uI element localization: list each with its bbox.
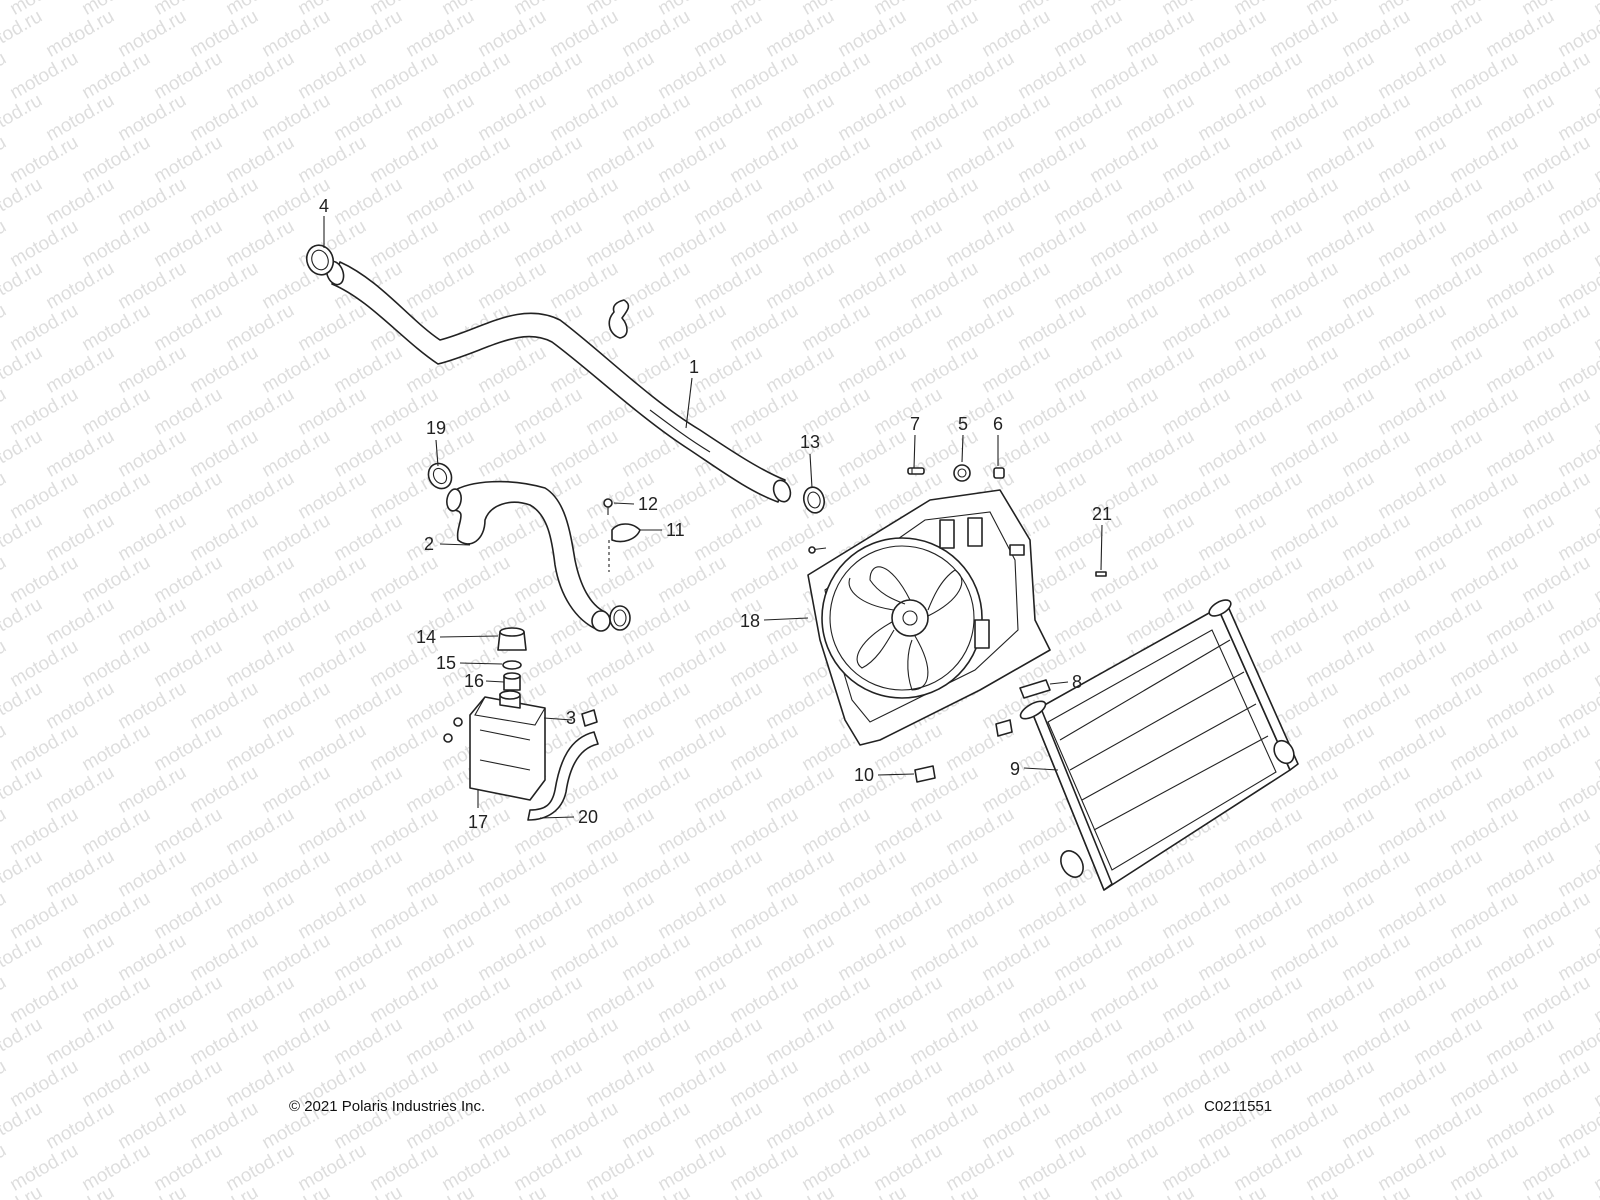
grommet-part[interactable]: [995, 719, 1013, 737]
hose-clamp-part-13[interactable]: [801, 485, 827, 515]
grommet-part-10[interactable]: [914, 765, 936, 783]
diagram-code: C0211551: [1204, 1098, 1273, 1115]
callout-11: 11: [666, 520, 685, 540]
fitting-part-3[interactable]: [581, 709, 598, 727]
callout-15: 15: [436, 653, 456, 673]
callout-3: 3: [566, 708, 576, 728]
callout-labels: 4 1 19 2 13 12 11 14 15 16 3 17 20 18 7 …: [319, 196, 1112, 832]
spring-clamp-part[interactable]: [608, 299, 630, 339]
fan-shroud-part-18[interactable]: [807, 489, 1051, 746]
lower-hose-part[interactable]: [445, 480, 611, 632]
hose-clip-part-11[interactable]: [608, 523, 641, 572]
reservoir-cap-part-14[interactable]: [497, 627, 527, 651]
overflow-hose-part-20[interactable]: [527, 731, 599, 821]
callout-10: 10: [854, 765, 874, 785]
hose-clamp-lower-part[interactable]: [609, 605, 631, 631]
mount-part-8[interactable]: [1019, 679, 1051, 699]
callout-6: 6: [993, 414, 1003, 434]
screw-part-12[interactable]: [603, 498, 613, 515]
grommet-part-5[interactable]: [953, 464, 971, 482]
callout-20: 20: [578, 807, 598, 827]
callout-13: 13: [800, 432, 820, 452]
seal-ring-part-15[interactable]: [502, 660, 522, 670]
nut-part-6[interactable]: [993, 467, 1005, 479]
callout-19: 19: [426, 418, 446, 438]
callout-2: 2: [424, 534, 434, 554]
radiator-part-9[interactable]: [1018, 597, 1299, 891]
upper-hose-part[interactable]: [323, 259, 793, 504]
bolt-part-7[interactable]: [907, 467, 925, 475]
callout-21: 21: [1092, 504, 1112, 524]
leader-lines: [323, 216, 1103, 819]
hose-clamp-part-19[interactable]: [424, 459, 456, 493]
callout-1: 1: [689, 357, 699, 377]
callout-8: 8: [1072, 672, 1082, 692]
copyright-text: © 2021 Polaris Industries Inc.: [289, 1098, 486, 1115]
callout-12: 12: [638, 494, 658, 514]
callout-4: 4: [319, 196, 329, 216]
callout-18: 18: [740, 611, 760, 631]
hose-clamp-part-4[interactable]: [303, 241, 338, 278]
label-part-21[interactable]: [1095, 571, 1107, 577]
coolant-reservoir-part-17[interactable]: [443, 690, 546, 801]
callout-16: 16: [464, 671, 484, 691]
callout-9: 9: [1010, 759, 1020, 779]
filler-neck-part-16[interactable]: [503, 672, 521, 691]
callout-14: 14: [416, 627, 436, 647]
callout-17: 17: [468, 812, 488, 832]
callout-5: 5: [958, 414, 968, 434]
callout-7: 7: [910, 414, 920, 434]
